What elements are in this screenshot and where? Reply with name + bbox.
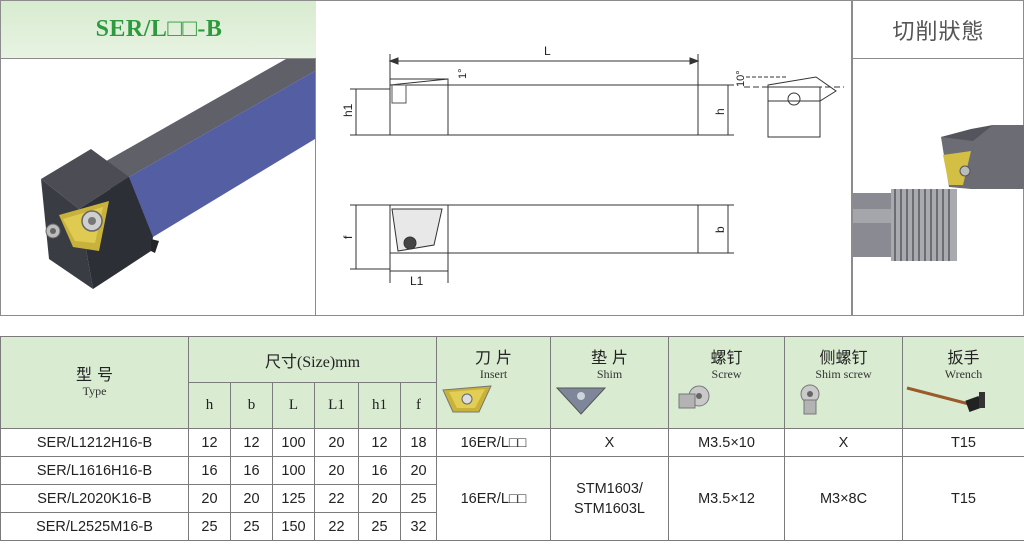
dimension-drawing: L h1 h 1° 10° f b L1 xyxy=(341,44,844,288)
L1-cell: 20 xyxy=(314,428,359,457)
cutting-state-image xyxy=(853,125,1024,261)
dim-f-label: f xyxy=(341,235,355,239)
spec-table-wrapper: 型 号 Type 尺寸(Size)mm 刀 片 Insert 垫 片 Shim xyxy=(0,336,1024,544)
spec-table: 型 号 Type 尺寸(Size)mm 刀 片 Insert 垫 片 Shim xyxy=(0,336,1024,541)
screw-header: 螺钉 Screw xyxy=(668,336,786,429)
table-row: SER/L2525M16-B 25 25 150 22 25 32 xyxy=(0,512,1024,541)
f-cell: 18 xyxy=(399,428,438,457)
f-cell: 20 xyxy=(399,456,438,485)
wrench-cell: T15 xyxy=(902,428,1024,457)
shim-cell: X xyxy=(550,428,670,457)
h-cell: 25 xyxy=(188,512,231,541)
dim-b-label: b xyxy=(713,226,727,233)
angle-1-label: 1° xyxy=(457,68,469,79)
wrench-cell: T15 xyxy=(902,456,1024,541)
b-cell: 20 xyxy=(230,484,273,513)
h1-cell: 16 xyxy=(358,456,401,485)
table-row: SER/L1616H16-B 16 16 100 20 16 20 16ER/L… xyxy=(0,456,1024,541)
shim-cell: STM1603/ STM1603L xyxy=(550,456,670,541)
L-cell: 100 xyxy=(272,428,315,457)
dim-L-label: L xyxy=(544,44,551,58)
b-cell: 12 xyxy=(230,428,273,457)
table-row: SER/L1212H16-B 12 12 100 20 12 18 16ER/L… xyxy=(0,428,1024,457)
shim-header: 垫 片 Shim xyxy=(550,336,670,429)
dim-h-label: h xyxy=(713,108,727,115)
dim-header-h1: h1 xyxy=(358,382,401,429)
L1-cell: 20 xyxy=(314,456,359,485)
type-cell: SER/L2020K16-B xyxy=(0,484,189,513)
dim-header-b: b xyxy=(230,382,273,429)
tool-holder-3d-image xyxy=(41,59,315,289)
type-header: 型 号 Type xyxy=(0,336,189,429)
L-cell: 125 xyxy=(272,484,315,513)
cutting-state-panel: 切削狀態 xyxy=(852,0,1024,316)
type-cell: SER/L2525M16-B xyxy=(0,512,189,541)
b-cell: 25 xyxy=(230,512,273,541)
shim-icon xyxy=(555,387,607,415)
shim-screw-cell: M3×8C xyxy=(784,456,904,541)
dim-L1-label: L1 xyxy=(410,274,424,288)
dim-header-f: f xyxy=(399,382,438,429)
type-cell: SER/L1616H16-B xyxy=(0,456,189,485)
h1-cell: 12 xyxy=(358,428,401,457)
angle-10-label: 10° xyxy=(735,70,747,87)
dimension-drawing-panel: L h1 h 1° 10° f b L1 xyxy=(316,0,852,316)
product-title: SER/L□□-B xyxy=(95,16,223,42)
L-cell: 150 xyxy=(272,512,315,541)
screw-cell: M3.5×10 xyxy=(668,428,786,457)
wrench-header: 扳手 Wrench xyxy=(902,336,1024,429)
f-cell: 25 xyxy=(399,484,438,513)
dim-h1-label: h1 xyxy=(341,103,355,117)
h-cell: 20 xyxy=(188,484,231,513)
h1-cell: 25 xyxy=(358,512,401,541)
size-header: 尺寸(Size)mm xyxy=(187,336,438,383)
dim-header-h: h xyxy=(188,382,231,429)
h-cell: 16 xyxy=(188,456,231,485)
cutting-state-title: 切削狀態 xyxy=(853,1,1024,59)
shim-screw-header: 侧螺钉 Shim screw xyxy=(784,336,904,429)
h1-cell: 20 xyxy=(358,484,401,513)
type-header-zh: 型 号 xyxy=(75,365,114,385)
h-cell: 12 xyxy=(188,428,231,457)
dim-header-L: L xyxy=(272,382,315,429)
dim-header-L1: L1 xyxy=(314,382,359,429)
product-render-panel: SER/L□□-B xyxy=(0,0,317,316)
type-cell: SER/L1212H16-B xyxy=(0,428,189,457)
insert-icon xyxy=(442,385,492,413)
insert-cell: 16ER/L□□ xyxy=(436,456,552,541)
f-cell: 32 xyxy=(399,512,438,541)
insert-cell: 16ER/L□□ xyxy=(436,428,552,457)
wrench-icon xyxy=(906,386,986,412)
insert-header: 刀 片 Insert xyxy=(436,336,552,429)
type-header-en: Type xyxy=(82,383,107,398)
L1-cell: 22 xyxy=(314,484,359,513)
shim-screw-cell: X xyxy=(784,428,904,457)
table-row: SER/L2020K16-B 20 20 125 22 20 25 xyxy=(0,484,1024,513)
L1-cell: 22 xyxy=(314,512,359,541)
shim-screw-icon xyxy=(800,384,820,415)
top-figures: SER/L□□-B xyxy=(0,0,1024,316)
screw-cell: M3.5×12 xyxy=(668,456,786,541)
L-cell: 100 xyxy=(272,456,315,485)
screw-icon xyxy=(678,385,710,409)
product-title-box: SER/L□□-B xyxy=(1,1,317,59)
b-cell: 16 xyxy=(230,456,273,485)
